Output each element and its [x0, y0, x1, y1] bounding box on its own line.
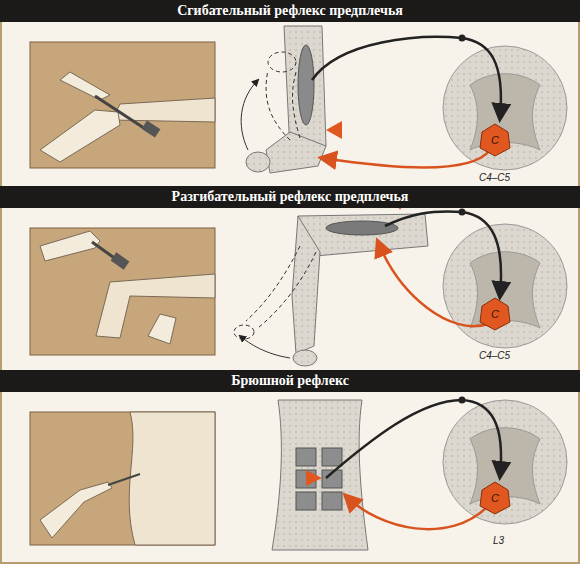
neuron-letter: C [491, 309, 499, 320]
heading-bar: Разгибательный рефлекс предплечья [0, 186, 580, 208]
heading-bar: Брюшной рефлекс [0, 370, 580, 392]
segment-label: C4–C5 [479, 173, 510, 183]
heading-bar: Сгибательный рефлекс предплечья [0, 0, 580, 22]
segment-label: L3 [493, 536, 504, 546]
neuron-letter: C [491, 493, 499, 504]
segment-label: C4–C5 [479, 351, 510, 361]
heading-text: Брюшной рефлекс [231, 373, 349, 389]
heading-text: Разгибательный рефлекс предплечья [172, 189, 409, 205]
heading-text: Сгибательный рефлекс предплечья [177, 3, 403, 19]
neuron-letter: C [491, 135, 499, 146]
